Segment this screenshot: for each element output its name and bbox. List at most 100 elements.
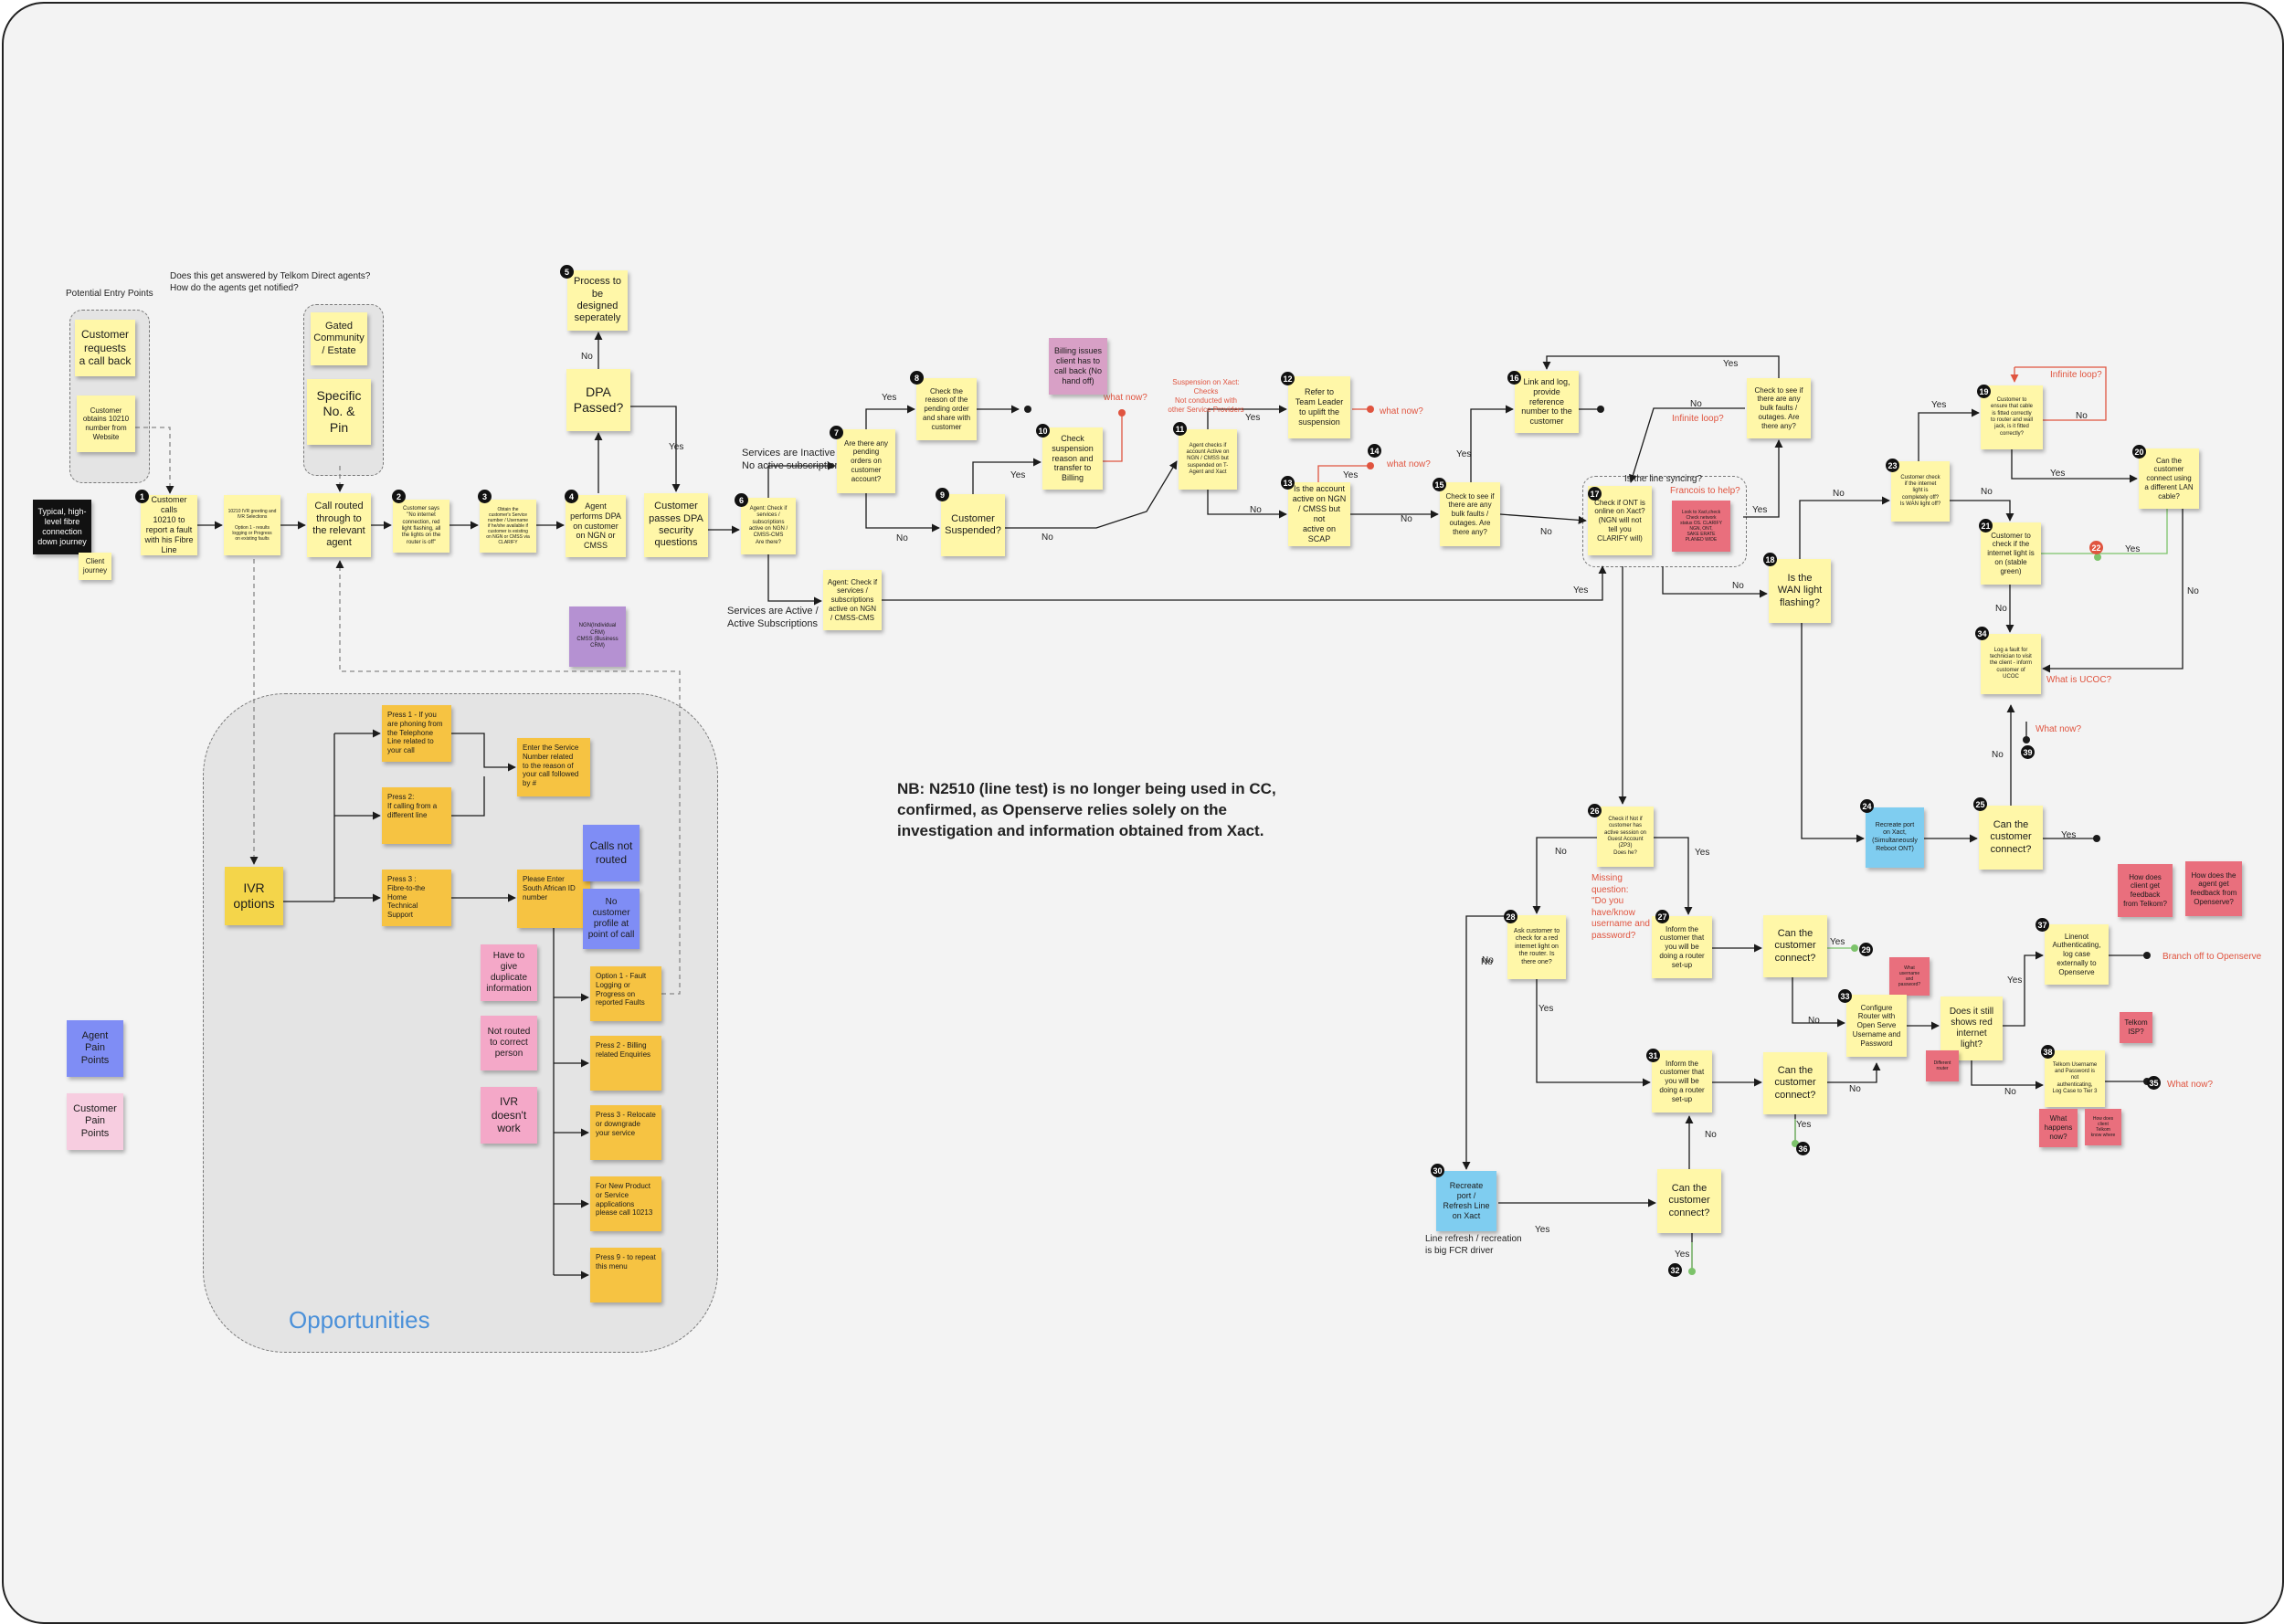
step-badge: 37 [2036,918,2049,932]
note-opt9: Press 9 - to repeat this menu [590,1248,661,1302]
step-badge: 35 [2147,1076,2161,1090]
note-opt3: Press 3 - Relocate or downgrade your ser… [590,1105,661,1160]
note-obtains: Customer obtains 10210 number from Websi… [77,395,135,452]
what-now-dot [1367,406,1374,413]
end-dot [1597,406,1604,413]
edge-label-no: No [1482,955,1494,965]
ivr-arrow [451,733,516,772]
flow-arrow [2011,449,2138,483]
end-dot [1024,406,1031,413]
note-red-light: Ask customer to check for a red internet… [1507,915,1566,979]
edge-label-no: No [1540,527,1552,537]
flow-arrow [767,461,836,498]
note-dpa-agent: Agent performs DPA on customer on NGN or… [566,495,626,557]
flow-arrow [1629,407,1745,483]
step-badge: 30 [1431,1164,1444,1177]
note-typical: Typical, high- level fibre connection do… [33,500,91,554]
dashed-arrow [335,560,681,995]
note-connect-c: Can the customer connect? [1657,1169,1721,1233]
step-badge: 19 [1977,385,1991,398]
flow-arrow [882,565,1607,601]
step-badge: 15 [1433,478,1446,491]
ivr-line [451,776,485,817]
edge-label-yes: Yes [1675,1250,1690,1260]
what-now-label: what now? [1104,393,1147,403]
note-link: Link and log, provide reference number t… [1515,371,1579,433]
nb-note-text: NB: N2510 (line test) is no longer being… [897,780,1276,839]
green-line [2041,509,2168,554]
note-recreate: Recreate port / Refresh Line on Xact [1436,1171,1496,1231]
what-now-label: what now? [1380,406,1423,417]
branch-openserve-label: Branch off to Openserve [2162,952,2262,962]
step-badge: 32 [1668,1263,1682,1277]
what-now-label: What now? [2167,1080,2214,1090]
infinite-loop-label-2: Infinite loop? [2050,370,2102,380]
flow-arrow [1207,490,1287,519]
active-services-label: Services are Active / Active Subscriptio… [727,606,819,629]
green-dot [1851,944,1858,952]
note-enter-id: Please Enter South African ID number [517,870,590,928]
note-ivr-doesnt: IVR doesn't work [481,1087,537,1144]
edge-label-yes: Yes [1535,1225,1550,1235]
note-duplicate: Have to give duplicate information [481,944,537,1001]
flow-arrow [1792,977,1845,1028]
edge-label-no: No [2076,411,2088,421]
flow-arrow [1542,355,1780,408]
note-connect-a: Can the customer connect? [1763,915,1827,977]
note-ont: Check if ONT is online on Xact? (NGN wil… [1588,486,1652,555]
step-badge: 7 [830,426,843,439]
note-check6: Agent: Check if services / subscriptions… [741,498,796,554]
note-suspended: Customer Suspended? [941,494,1005,556]
note-guest: Check if Not if customer has active sess… [1597,807,1654,867]
note-process: Process to be designed seperately [567,270,628,331]
flow-arrow [1532,837,1597,914]
step-badge: 8 [910,371,924,385]
edge-label-yes: Yes [1752,505,1768,515]
note-callback: Customer requests a call back [75,320,135,376]
line-refresh-label: Line refresh / recreation is big FCR dri… [1425,1234,1522,1256]
flow-arrow [1743,439,1783,518]
step-badge: 20 [2132,445,2146,459]
edge-label-no: No [1250,505,1262,515]
note-reason: Check the reason of the pending order an… [916,378,977,440]
flow-arrow [1662,566,1768,598]
missing-question-label: Missing question: "Do you have/know user… [1591,873,1650,941]
step-badge: 39 [2021,745,2035,759]
note-no-profile: No customer profile at point of call [583,889,640,949]
edge-label-yes: Yes [1343,470,1359,480]
note-green: Customer to check if the internet light … [1981,522,2041,585]
legend-agent-pain: Agent Pain Points [67,1020,123,1077]
flow-arrow [1536,979,1651,1087]
green-dot [1688,1268,1696,1275]
note-gated: Gated Community / Estate [311,312,367,365]
note-pending: Are there any pending orders on customer… [837,429,895,493]
opportunities-frame [203,693,718,1353]
what-now-dot [1367,462,1374,469]
telkom-question-label: Does this get answered by Telkom Direct … [170,271,371,293]
edge-label-no: No [1042,533,1053,543]
step-badge: 14 [1368,444,1381,458]
flow-arrow [1918,408,1980,461]
note-scap: Is the account active on NGN / CMSS but … [1288,482,1350,546]
note-says: Customer says "No internet connection, r… [393,500,449,553]
note-diff-router: Different router [1926,1050,1959,1081]
potential-entry-label: Potential Entry Points [66,289,153,299]
step-badge: 6 [735,493,748,507]
step-badge: 26 [1588,804,1602,817]
edge-label-yes: Yes [1830,937,1845,947]
edge-label-yes: Yes [1931,400,1947,410]
note-retest: Recreate port on Xact, (Simultaneously R… [1866,807,1924,868]
flow-arrow [1470,405,1514,482]
step-badge: 22 [2089,541,2103,554]
note-dpa-passed: DPA Passed? [566,369,630,431]
note-bulk-top: Check to see if there are any bulk fault… [1747,378,1811,438]
edge-label-yes: Yes [882,393,897,403]
note-feedback-telkom: How does client get feedback from Telkom… [2118,864,2173,917]
note-configure: Configure Router with Open Serve Usernam… [1846,995,1907,1057]
flow-arrow [1207,405,1287,429]
flow-arrow [1799,496,1890,559]
edge-label-no: No [1705,1130,1717,1140]
opportunities-title: Opportunities [289,1306,430,1334]
step-badge: 3 [478,490,492,503]
